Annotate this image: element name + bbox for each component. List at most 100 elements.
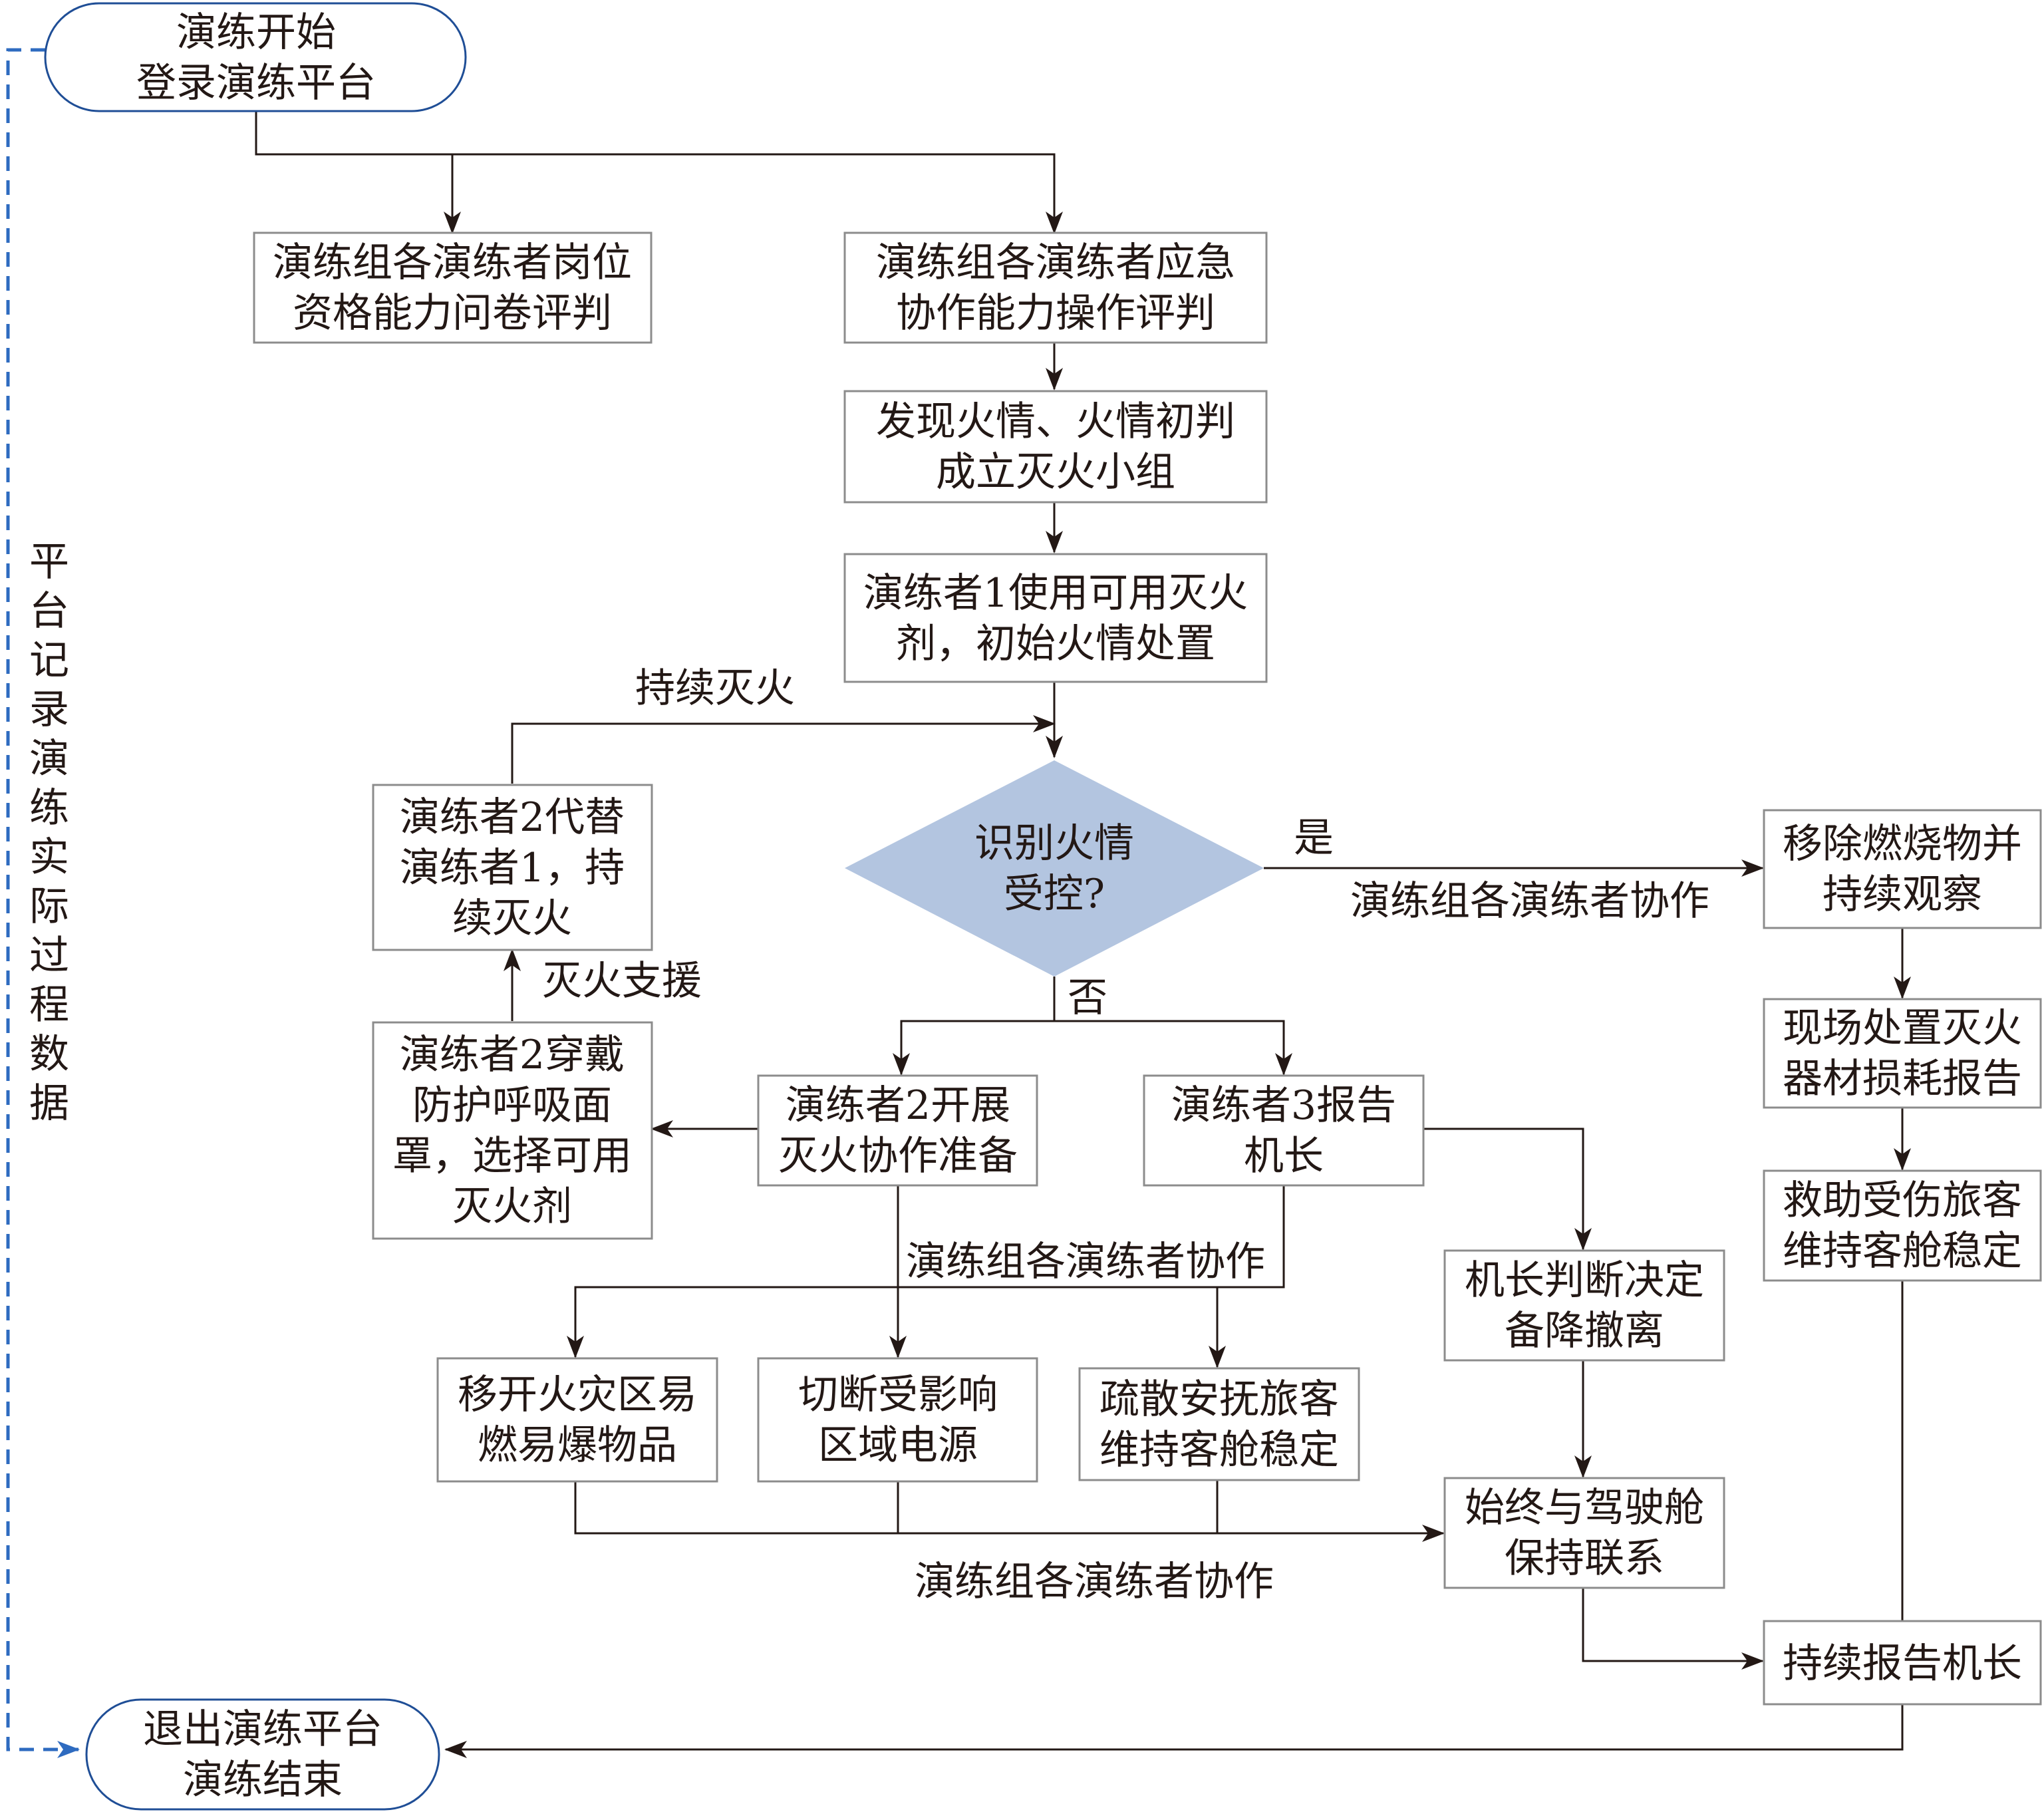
side-label-char: 过 [29,933,69,979]
node-line: 疏散安抚旅客 [1099,1376,1339,1423]
decision-text: 识别火情受控? [974,820,1134,917]
yes-label: 是 [1294,815,1334,861]
captain-text: 机长判断决定备降撤离 [1465,1257,1704,1354]
connectors [255,96,1911,1758]
node-line: 机长 [1244,1133,1324,1179]
node-line: 切断受影响 [798,1372,998,1418]
side-record-label: 平台记录演练实际过程数据 [29,539,69,1127]
p3-report-text: 演练者3报告机长 [1171,1082,1396,1179]
node-line: 灭火剂 [452,1183,572,1230]
quiz-text: 演练组各演练者岗位资格能力问卷评判 [273,239,632,337]
side-label-char: 台 [29,588,69,635]
move-text: 移开火灾区易燃易爆物品 [458,1372,697,1469]
side-label-char: 记 [29,637,69,684]
no-label: 否 [1068,975,1107,1021]
p1-text: 演练者1使用可用灭火剂，初始火情处置 [863,570,1248,667]
side-label-char: 平 [29,539,69,585]
side-label-char: 演 [29,736,69,782]
evac-text: 疏散安抚旅客维持客舱稳定 [1099,1376,1339,1473]
start-terminal [44,2,467,112]
node-line: 持续观察 [1823,871,1982,918]
node-line: 演练者1使用可用灭火 [863,570,1248,617]
bottom-collab-label: 演练组各演练者协作 [915,1559,1274,1605]
node-line: 识别火情 [974,820,1134,867]
yes-collab-label: 演练组各演练者协作 [1350,878,1709,925]
node-line: 移除燃烧物并 [1783,821,2022,867]
evac-box [1078,1367,1360,1481]
node-line: 燃易爆物品 [478,1422,677,1469]
node-line: 受控? [1004,871,1105,917]
discover-box [843,390,1268,504]
record-loop-line [6,48,80,1758]
node-line: 演练组各演练者应急 [876,239,1235,286]
node-line: 保持联系 [1505,1535,1664,1582]
p2-wear-text: 演练者2穿戴防护呼吸面罩，选择可用灭火剂 [392,1032,632,1230]
node-line: 续灭火 [452,895,572,942]
captain-box [1443,1249,1725,1362]
p2-replace-box [372,784,653,951]
decision-diamond [845,760,1264,977]
node-line: 维持客舱稳定 [1099,1427,1339,1473]
continue-fire-label: 持续灭火 [635,665,795,712]
node-line: 资格能力问卷评判 [293,290,612,337]
remove-box [1763,809,2042,929]
node-line: 救助受伤旅客 [1783,1177,2022,1224]
node-line: 退出演练平台 [143,1706,382,1753]
node-line: 现场处置灭火 [1783,1005,2022,1052]
cockpit-box [1443,1477,1725,1589]
p2-prep-text: 演练者2开展灭火协作准备 [778,1082,1018,1179]
cut-box [757,1357,1038,1483]
node-line: 登录演练平台 [136,60,376,106]
side-label-char: 录 [29,686,69,733]
node-line: 区域电源 [818,1422,978,1469]
end-text: 退出演练平台演练结束 [143,1706,382,1803]
keep-report-text: 持续报告机长 [1783,1640,2022,1687]
node-line: 维持客舱稳定 [1783,1228,2022,1275]
side-label-char: 据 [29,1080,69,1127]
report-loss-box [1763,998,2042,1109]
node-line: 罩，选择可用 [392,1133,632,1179]
cockpit-text: 始终与驾驶舱保持联系 [1465,1485,1704,1582]
ops-text: 演练组各演练者应急协作能力操作评判 [876,239,1235,337]
node-line: 始终与驾驶舱 [1465,1485,1704,1531]
node-line: 机长判断决定 [1465,1257,1704,1304]
p2-wear-box [372,1021,653,1240]
rescue-text: 救助受伤旅客维持客舱稳定 [1783,1177,2022,1275]
move-box [436,1357,718,1483]
rescue-box [1763,1169,2042,1282]
node-line: 演练组各演练者岗位 [273,239,632,286]
p3-report-box [1143,1074,1425,1187]
start-text: 演练开始登录演练平台 [136,9,376,106]
side-label-char: 际 [29,883,69,930]
side-label-char: 实 [29,834,69,881]
mid-collab-label: 演练组各演练者协作 [906,1239,1265,1285]
node-line: 演练者1，持 [400,845,625,891]
p1-box [843,553,1268,683]
remove-text: 移除燃烧物并持续观察 [1783,821,2022,918]
support-label: 灭火支援 [542,958,702,1004]
node-line: 灭火协作准备 [778,1133,1018,1179]
end-terminal [85,1698,440,1811]
discover-text: 发现火情、火情初判成立灭火小组 [876,398,1235,496]
node-line: 演练者2穿戴 [400,1032,625,1078]
node-line: 移开火灾区易 [458,1372,697,1418]
node-line: 演练结束 [183,1757,343,1803]
p2-prep-box [757,1074,1038,1187]
cut-text: 切断受影响区域电源 [798,1372,998,1469]
p2-replace-text: 演练者2代替演练者1，持续灭火 [400,794,625,942]
report-loss-text: 现场处置灭火器材损耗报告 [1783,1005,2022,1102]
node-line: 演练者3报告 [1171,1082,1396,1129]
node-line: 演练者2代替 [400,794,625,841]
node-line: 备降撤离 [1505,1308,1664,1354]
ops-box [843,231,1268,344]
quiz-box [253,231,653,344]
side-label-char: 数 [29,1031,69,1078]
node-line: 发现火情、火情初判 [876,398,1235,445]
keep-report-box [1763,1620,2042,1706]
node-line: 演练开始 [176,9,336,56]
node-line: 演练者2开展 [786,1082,1010,1129]
node-line: 剂，初始火情处置 [896,621,1215,667]
node-line: 协作能力操作评判 [896,290,1215,337]
side-label-char: 程 [29,982,69,1028]
